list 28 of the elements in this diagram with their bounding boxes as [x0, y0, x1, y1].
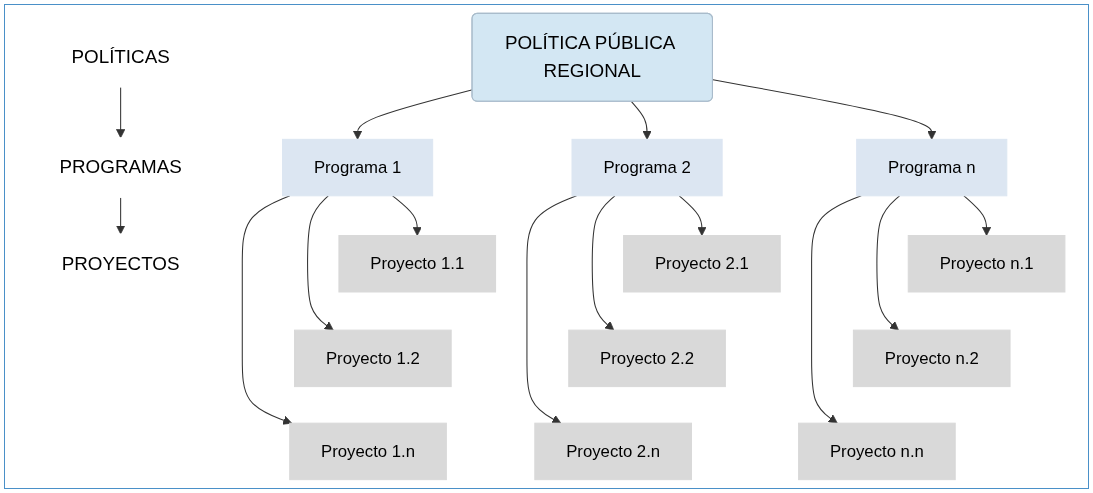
arrow: [811, 195, 862, 424]
node-box: Proyecto 1.2: [294, 329, 452, 388]
arrow: [392, 195, 422, 236]
node-box: Proyecto n.n: [798, 422, 956, 481]
arrow: [712, 79, 937, 140]
arrow: [630, 101, 652, 140]
node-text: PROYECTOS: [61, 252, 180, 274]
node-text: POLÍTICAS: [71, 46, 170, 68]
node-box: Programa n: [856, 138, 1008, 197]
arrow: [116, 196, 126, 235]
arrow: [876, 195, 901, 331]
node-box: Proyecto n.2: [852, 329, 1011, 388]
arrow: [963, 195, 992, 236]
node-box: Proyecto n.1: [907, 235, 1066, 293]
arrow: [678, 195, 707, 236]
node-box: Proyecto 1.n: [289, 422, 447, 481]
node-box: Programa 2: [571, 138, 723, 197]
arrow: [116, 86, 126, 139]
node-box: Proyecto 1.1: [338, 235, 497, 293]
arrow: [591, 195, 616, 331]
node-box: Proyecto 2.n: [534, 422, 692, 481]
arrow: [241, 195, 293, 425]
arrow: [526, 195, 578, 424]
arrow: [307, 195, 334, 331]
node-box: Programa 1: [282, 138, 434, 197]
node-box: Proyecto 2.1: [623, 235, 781, 293]
node-box: Proyecto 2.2: [568, 329, 726, 388]
node-text: PROGRAMAS: [59, 156, 182, 178]
